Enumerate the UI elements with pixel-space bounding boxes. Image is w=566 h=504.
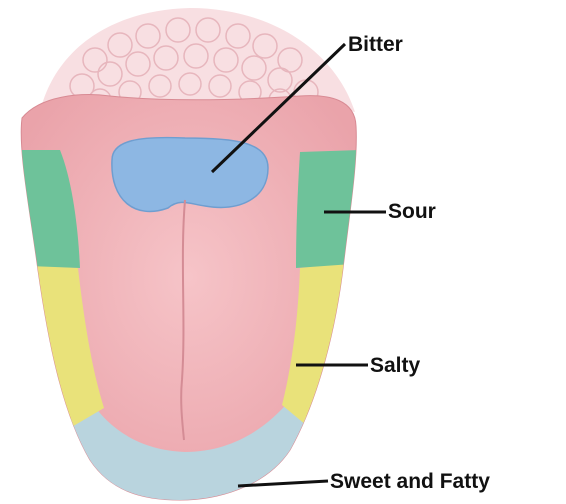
- sour-label: Sour: [388, 201, 436, 222]
- sweet-fatty-label: Sweet and Fatty: [330, 471, 490, 492]
- sour-region-right: [296, 150, 360, 268]
- bitter-label: Bitter: [348, 34, 403, 55]
- salty-label: Salty: [370, 355, 420, 376]
- bitter-region: [112, 138, 268, 212]
